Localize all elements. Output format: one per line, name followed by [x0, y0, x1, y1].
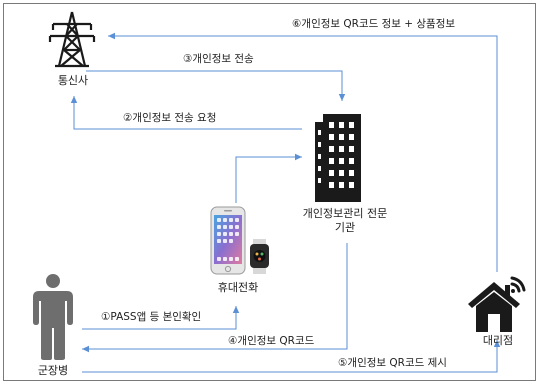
store-wifi-icon [468, 276, 526, 332]
arrow-phone-agency [235, 153, 302, 203]
step5-label: ⑤개인정보 QR코드 제시 [338, 357, 447, 369]
arrow-step5 [82, 340, 501, 373]
step6-label: ⑥개인정보 QR코드 정보 + 상품정보 [292, 18, 456, 30]
step4-label: ④개인정보 QR코드 [228, 335, 315, 347]
arrow-step3 [86, 70, 346, 101]
smartphone-watch-icon [210, 206, 269, 275]
office-building-icon [315, 114, 361, 202]
phone-label: 휴대전화 [217, 281, 259, 294]
agency-label-line1: 개인정보관리 전문 [302, 207, 388, 220]
arrow-step6 [108, 32, 498, 272]
step2-label: ②개인정보 전송 요청 [123, 112, 217, 124]
diagram-frame [3, 3, 536, 381]
step3-label: ③개인정보 전송 [183, 53, 254, 65]
store-label: 대리점 [482, 334, 514, 347]
arrow-step2 [70, 96, 302, 130]
arrow-step4 [82, 243, 348, 353]
step1-label: ①PASS앱 등 본인확인 [101, 311, 202, 323]
arrow-step1 [82, 306, 240, 330]
telecom-label: 통신사 [57, 74, 89, 87]
soldier-label: 군장병 [37, 364, 69, 377]
transmission-tower-icon [48, 11, 96, 68]
agency-label-line2: 기관 [334, 221, 356, 234]
person-icon [33, 274, 73, 360]
